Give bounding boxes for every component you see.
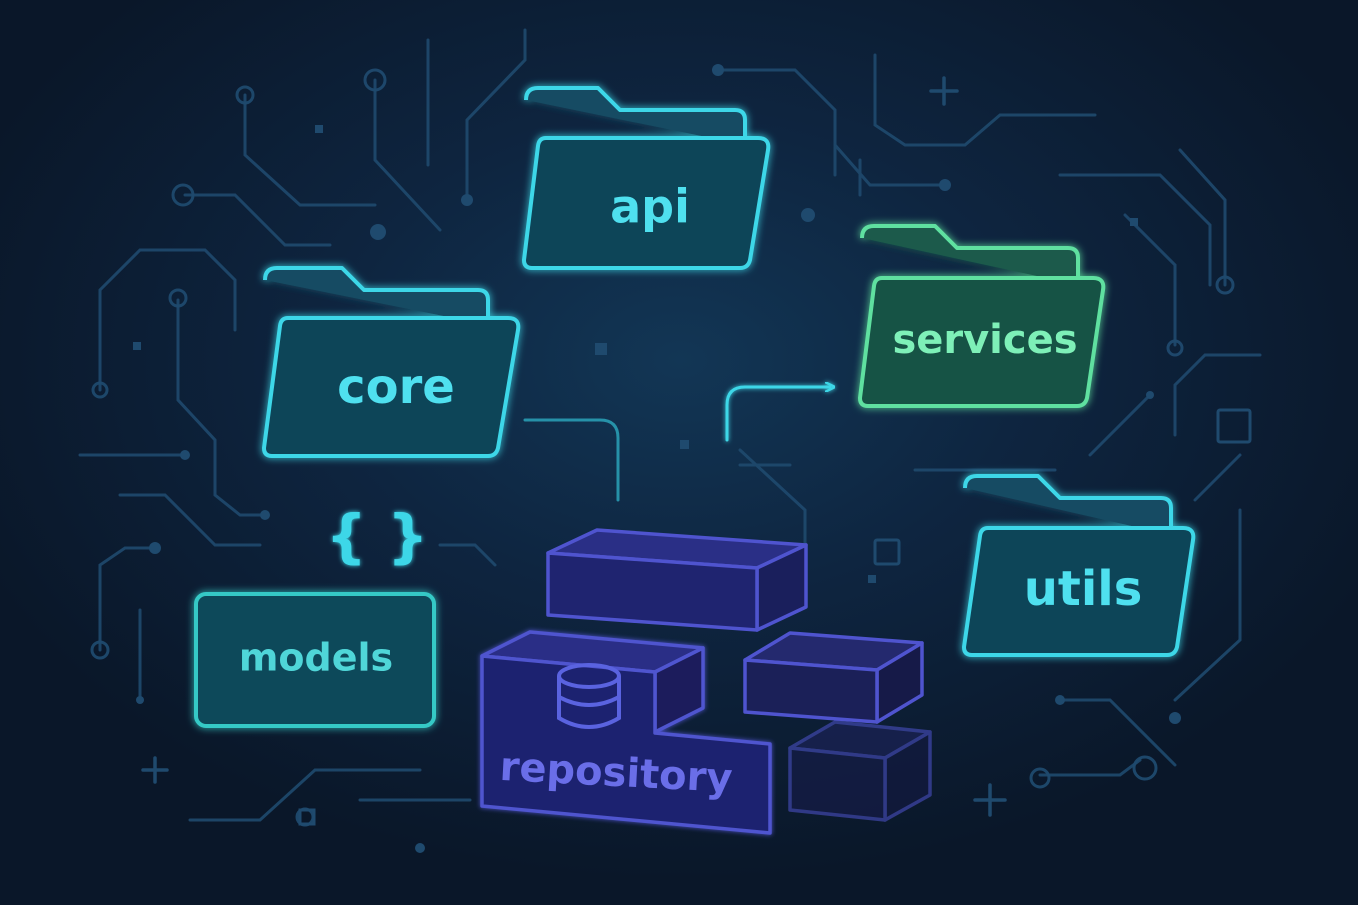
folder-core[interactable]: core [262,266,521,458]
folder-api-back [524,86,747,145]
folder-utils[interactable]: utils [962,474,1196,657]
database-icon [557,663,621,729]
folder-api-front [522,136,771,270]
folder-utils-label: utils [1024,561,1143,617]
models-box-label: models [239,636,393,680]
folder-core-front [262,316,521,458]
repository-blocks [480,528,932,835]
block-top [546,528,808,632]
folder-core-back [263,266,490,325]
curly-braces-icon: { } [326,502,429,570]
folder-api-label: api [610,180,690,234]
models-box-frame [194,592,436,728]
folder-core-label: core [337,359,455,415]
square-decorations [298,408,1252,826]
folder-services-back [860,224,1080,285]
folder-api[interactable]: api [522,86,771,270]
repository-block[interactable] [480,630,772,835]
folder-services[interactable]: services [858,224,1106,408]
block-middle-right [743,631,924,724]
folder-utils-back [963,474,1173,535]
circuit-dots [133,64,1181,853]
folder-utils-front [962,526,1196,657]
plus-decorations [141,76,1007,817]
block-lower-right [788,720,932,822]
circuit-background [78,28,1262,822]
models-box[interactable]: models [194,592,436,728]
connector-lines [523,295,830,512]
folder-services-front [858,276,1106,408]
arrow-to-services [725,387,830,442]
folder-services-label: services [892,317,1077,363]
core-link-line [523,418,620,502]
